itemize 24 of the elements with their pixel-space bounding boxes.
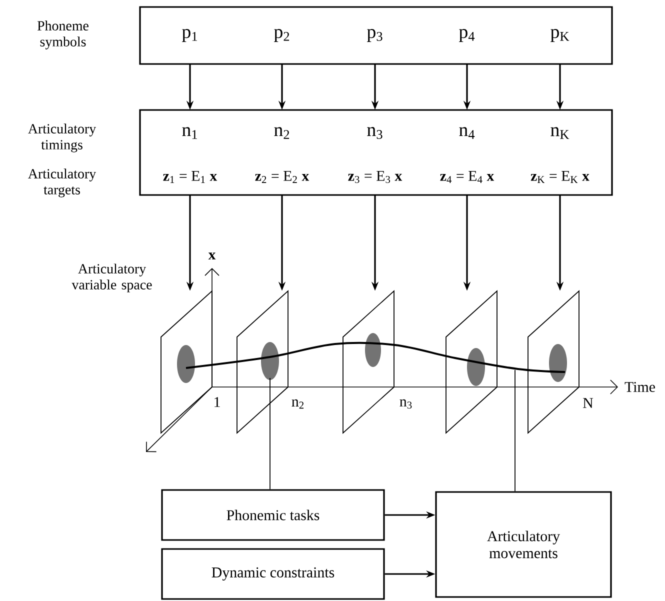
timing-symbol: n$_{2}$	[274, 127, 290, 139]
phoneme-symbol: p$_{4}$	[459, 29, 475, 42]
phoneme-symbol: p$_{3}$	[367, 29, 382, 42]
heading: Articulatory targets	[28, 168, 96, 198]
phoneme-symbol: p$_{1}$	[182, 29, 197, 42]
target-equation: z$_{4}$ = E$_{4}$ x	[440, 171, 494, 183]
heading: Articulatory timings	[28, 124, 96, 152]
timing-symbol: n$_{4}$	[459, 127, 475, 139]
axis-label: x	[208, 252, 216, 260]
timing-symbol: n$_{1}$	[182, 127, 197, 139]
target-equation: z$_{3}$ = E$_{3}$ x	[348, 170, 402, 184]
timing-symbol: n$_{3}$	[367, 127, 382, 139]
process-box: Dynamic constraints	[161, 548, 385, 600]
process-box: Phonemic tasks	[161, 489, 385, 541]
target-equation: z$_{2}$ = E$_{2}$ x	[255, 171, 310, 183]
phoneme-symbol: p$_{2}$	[274, 29, 290, 42]
tick-label: 1	[214, 397, 220, 407]
process-box: Articulatory movements	[435, 491, 612, 598]
timing-symbol: n$_{K}$	[550, 127, 570, 139]
leader-line	[514, 370, 516, 492]
target-equation: z$_{K}$ = E$_{K}$ x	[530, 171, 590, 183]
phoneme-symbol: p$_{K}$	[550, 29, 570, 42]
target-equation: z$_{1}$ = E$_{1}$ x	[163, 171, 218, 183]
heading: Phoneme symbols	[37, 20, 88, 50]
